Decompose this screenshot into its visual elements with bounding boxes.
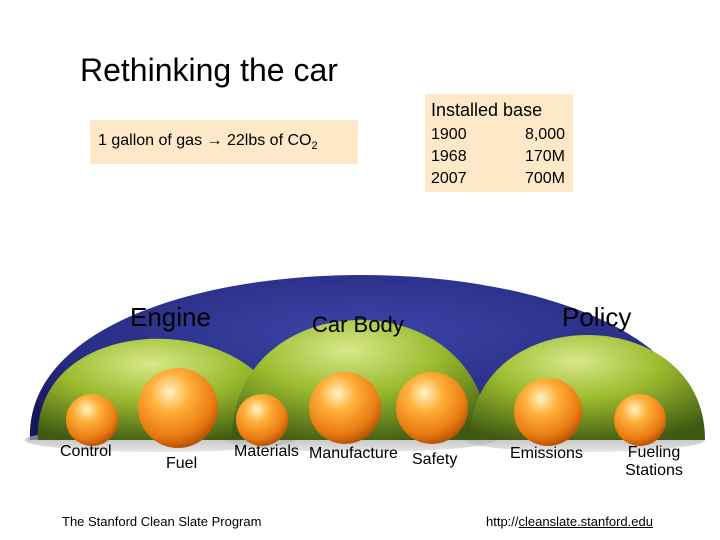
count: 170M — [525, 148, 565, 166]
arrow-icon: → — [207, 132, 223, 149]
fueling-stations-label: Fueling Stations — [622, 444, 686, 480]
emissions-label: Emissions — [510, 445, 583, 463]
manufacture-sphere — [309, 372, 381, 444]
page-title: Rethinking the car — [80, 52, 338, 89]
footer-url: http://cleanslate.stanford.edu — [486, 514, 653, 529]
formula-box: 1 gallon of gas → 22lbs of CO2 — [90, 120, 358, 164]
control-sphere — [66, 394, 118, 446]
fueling-label-line1: Fueling — [622, 444, 686, 462]
fuel-sphere — [138, 368, 218, 448]
formula-prefix: 1 gallon of gas — [98, 132, 202, 149]
fuel-label: Fuel — [166, 455, 197, 473]
materials-label: Materials — [234, 443, 299, 461]
emissions-sphere — [514, 378, 582, 446]
installed-base-box: Installed base 1900 8,000 1968 170M 2007… — [425, 94, 573, 192]
count: 8,000 — [525, 126, 565, 144]
year: 1900 — [431, 126, 467, 144]
formula-amount: 22lbs of CO — [227, 132, 311, 149]
installed-base-title: Installed base — [431, 100, 542, 121]
year: 1968 — [431, 148, 467, 166]
safety-label: Safety — [412, 451, 457, 469]
count: 700M — [525, 170, 565, 188]
formula-subscript: 2 — [311, 140, 317, 152]
engine-label: Engine — [130, 302, 211, 333]
car-body-label: Car Body — [312, 312, 404, 338]
formula-text: 1 gallon of gas → 22lbs of CO2 — [98, 132, 318, 152]
manufacture-label: Manufacture — [309, 445, 398, 463]
url-prefix: http:// — [486, 514, 519, 529]
control-label: Control — [60, 443, 112, 461]
safety-sphere — [396, 372, 468, 444]
year: 2007 — [431, 170, 467, 188]
materials-sphere — [236, 394, 288, 446]
url-link[interactable]: cleanslate.stanford.edu — [519, 514, 653, 529]
fueling-stations-sphere — [614, 394, 666, 446]
car-label: Car — [330, 210, 385, 249]
footer-program-name: The Stanford Clean Slate Program — [62, 514, 261, 529]
fueling-label-line2: Stations — [622, 462, 686, 480]
policy-label: Policy — [562, 302, 631, 333]
